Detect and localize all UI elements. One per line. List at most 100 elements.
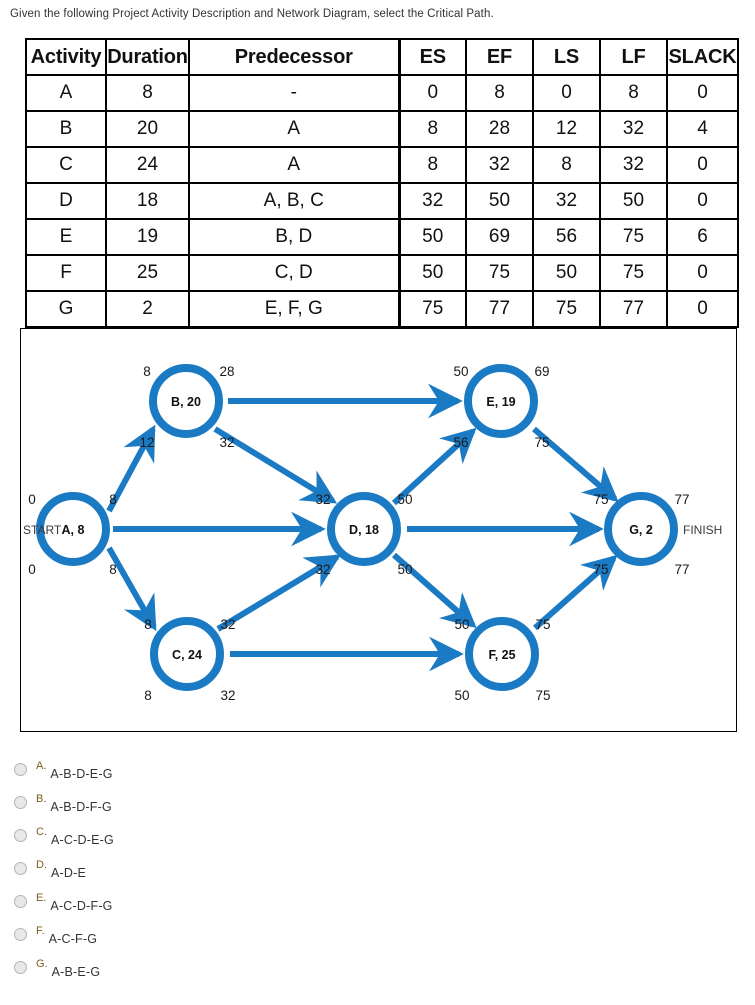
cell-es: 50 (397, 218, 467, 256)
cell-ls: 0 (532, 74, 601, 112)
answer-option-d[interactable]: D. A-D-E (14, 859, 414, 892)
cell-slack: 6 (666, 218, 739, 256)
node-c-es: 8 (144, 617, 152, 632)
cell-ls: 50 (532, 254, 601, 292)
node-e-ls: 56 (453, 435, 468, 450)
diagram-node-d[interactable]: D, 18 32 50 32 50 (315, 492, 413, 577)
option-text: A-B-E-G (51, 965, 101, 979)
radio-button-icon[interactable] (14, 928, 27, 941)
cell-predecessor: E, F, G (188, 290, 400, 328)
radio-button-icon[interactable] (14, 763, 27, 776)
radio-button-icon[interactable] (14, 829, 27, 842)
node-f-lf: 75 (535, 688, 550, 703)
network-diagram-svg: A, 8 0 8 0 8 B, 20 8 28 12 32 C, 24 8 32… (23, 364, 722, 703)
node-d-lf: 50 (397, 562, 412, 577)
cell-ef: 75 (465, 254, 534, 292)
answer-option-a[interactable]: A. A-B-D-E-G (14, 760, 414, 793)
option-text: A-C-F-G (48, 932, 98, 946)
cell-es: 32 (397, 182, 467, 220)
option-letter: C. (36, 826, 47, 838)
cell-ls: 75 (532, 290, 601, 328)
node-a-ls: 0 (28, 562, 36, 577)
table-row: D 18 A, B, C 32 50 32 50 0 (25, 182, 739, 220)
node-g-label: G, 2 (629, 523, 653, 537)
cell-es: 0 (397, 74, 467, 112)
node-c-circle (150, 617, 224, 691)
cell-duration: 18 (105, 182, 190, 220)
node-a-ef: 8 (109, 492, 117, 507)
cell-activity: G (25, 290, 107, 328)
cell-ef: 77 (465, 290, 534, 328)
column-header-activity: Activity (25, 38, 107, 76)
cell-slack: 0 (666, 146, 739, 184)
diagram-node-b[interactable]: B, 20 8 28 12 32 (139, 364, 235, 450)
column-header-ls: LS (532, 38, 601, 76)
node-d-es: 32 (315, 492, 330, 507)
edge-d-to-f (392, 552, 477, 629)
cell-ef: 50 (465, 182, 534, 220)
node-b-ls: 12 (139, 435, 154, 450)
answer-option-e[interactable]: E. A-C-D-F-G (14, 892, 414, 925)
cell-lf: 50 (599, 182, 668, 220)
cell-slack: 0 (666, 74, 739, 112)
cell-slack: 0 (666, 290, 739, 328)
diagram-node-f[interactable]: F, 25 50 75 50 75 (454, 617, 551, 703)
node-c-ef: 32 (220, 617, 235, 632)
table-row: G 2 E, F, G 75 77 75 77 0 (25, 290, 739, 328)
node-a-es: 0 (28, 492, 36, 507)
edge-b-to-d (213, 426, 338, 504)
cell-slack: 0 (666, 182, 739, 220)
answer-option-c[interactable]: C. A-C-D-E-G (14, 826, 414, 859)
cell-lf: 77 (599, 290, 668, 328)
node-a-lf: 8 (109, 562, 117, 577)
radio-button-icon[interactable] (14, 961, 27, 974)
node-f-label: F, 25 (488, 648, 515, 662)
edge-d-to-e (391, 427, 477, 506)
edge-e-to-g (532, 426, 619, 503)
cell-duration: 8 (105, 74, 190, 112)
cell-duration: 2 (105, 290, 190, 328)
cell-ls: 8 (532, 146, 601, 184)
diagram-node-a[interactable]: A, 8 0 8 0 8 (28, 492, 117, 577)
node-f-ls: 50 (454, 688, 469, 703)
cell-activity: E (25, 218, 107, 256)
activity-table-container: Activity Duration Predecessor ES EF LS L… (25, 38, 739, 328)
cell-activity: F (25, 254, 107, 292)
radio-button-icon[interactable] (14, 895, 27, 908)
node-e-ef: 69 (534, 364, 549, 379)
cell-predecessor: A (188, 146, 400, 184)
network-diagram-panel: A, 8 0 8 0 8 B, 20 8 28 12 32 C, 24 8 32… (20, 328, 737, 732)
cell-lf: 8 (599, 74, 668, 112)
node-g-es: 75 (593, 492, 608, 507)
option-letter: A. (36, 760, 47, 772)
diagram-node-g[interactable]: G, 2 75 77 75 77 (593, 492, 690, 577)
cell-duration: 19 (105, 218, 190, 256)
node-e-lf: 75 (534, 435, 549, 450)
node-e-circle (464, 364, 538, 438)
activity-table: Activity Duration Predecessor ES EF LS L… (25, 38, 739, 328)
radio-button-icon[interactable] (14, 862, 27, 875)
node-b-es: 8 (143, 364, 151, 379)
column-header-predecessor: Predecessor (188, 38, 400, 76)
cell-slack: 4 (666, 110, 739, 148)
cell-activity: B (25, 110, 107, 148)
node-b-label: B, 20 (171, 395, 201, 409)
cell-predecessor: A (188, 110, 400, 148)
node-b-lf: 32 (219, 435, 234, 450)
answer-option-f[interactable]: F. A-C-F-G (14, 925, 414, 958)
answer-option-b[interactable]: B. A-B-D-F-G (14, 793, 414, 826)
node-f-ef: 75 (535, 617, 550, 632)
table-row: E 19 B, D 50 69 56 75 6 (25, 218, 739, 256)
cell-ls: 12 (532, 110, 601, 148)
table-row: B 20 A 8 28 12 32 4 (25, 110, 739, 148)
cell-ef: 69 (465, 218, 534, 256)
column-header-ef: EF (465, 38, 534, 76)
answer-option-g[interactable]: G. A-B-E-G (14, 958, 414, 991)
diagram-node-c[interactable]: C, 24 8 32 8 32 (144, 617, 236, 703)
radio-button-icon[interactable] (14, 796, 27, 809)
diagram-node-e[interactable]: E, 19 50 69 56 75 (453, 364, 550, 450)
node-d-ef: 50 (397, 492, 412, 507)
node-g-ls: 75 (593, 562, 608, 577)
cell-ef: 28 (465, 110, 534, 148)
node-f-circle (465, 617, 539, 691)
